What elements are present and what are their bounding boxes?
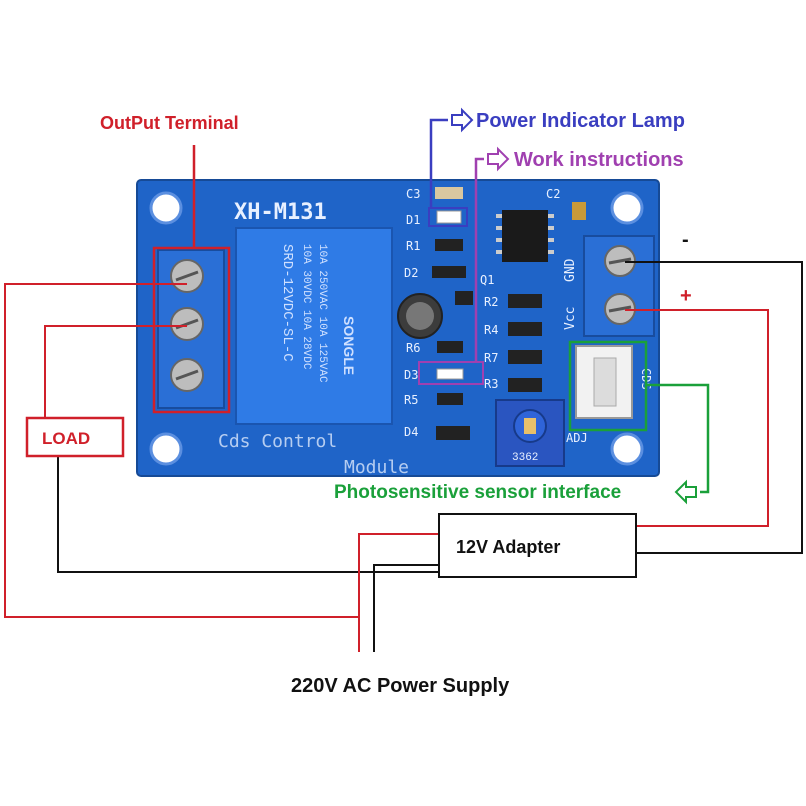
d2-label: D2 — [404, 266, 418, 280]
capacitor-c2 — [572, 202, 586, 220]
terminal-screw — [170, 307, 204, 341]
adapter-box: 12V Adapter — [438, 513, 637, 578]
work-instructions-label: Work instructions — [514, 149, 684, 171]
photosensitive-label: Photosensitive sensor interface — [334, 482, 621, 503]
r7-label: R7 — [484, 351, 498, 365]
potentiometer: 3362 — [495, 399, 565, 467]
relay-rating-2: 10A 30VDC 10A 28VDC — [300, 244, 312, 370]
load-label: LOAD — [42, 429, 90, 448]
red-wire-output-to-load — [44, 325, 187, 418]
relay-brand: SONGLE — [341, 316, 357, 375]
terminal-screw — [170, 259, 204, 293]
terminal-screw — [170, 358, 204, 392]
r6-label: R6 — [406, 341, 420, 355]
sensor-connector — [575, 345, 633, 419]
terminal-screw — [604, 245, 636, 277]
d4-label: D4 — [404, 425, 418, 439]
pin-vcc-label: Vcc — [563, 307, 578, 330]
c2-label: C2 — [546, 187, 560, 201]
relay-module-board: XH-M131 Cds Control Module SONGLE 10A 25… — [136, 179, 660, 478]
q1-label: Q1 — [480, 273, 494, 287]
r5-label: R5 — [404, 393, 418, 407]
black-wire-adapter-minus — [625, 261, 803, 554]
plus-sign: + — [680, 285, 692, 307]
board-model: XH-M131 — [234, 200, 327, 225]
terminal-screw — [604, 293, 636, 325]
mounting-hole — [149, 191, 183, 225]
relay-rating-1: 10A 250VAC 10A 125VAC — [316, 244, 328, 383]
smd-components — [432, 187, 542, 440]
pot-label: 3362 — [512, 452, 538, 464]
board-subtitle-1: Cds Control — [218, 431, 337, 452]
red-wire-output-common — [4, 283, 360, 652]
mounting-hole — [610, 432, 644, 466]
output-terminal-callout: OutPut Terminal — [100, 113, 239, 414]
black-wire-load-return — [57, 456, 439, 573]
arrow-right-icon — [487, 146, 510, 172]
photosensitive-callout: Photosensitive sensor interface — [334, 340, 710, 505]
r1-label: R1 — [406, 239, 420, 253]
c3-label: C3 — [406, 187, 420, 201]
adapter-label: 12V Adapter — [456, 537, 560, 557]
d3-label: D3 — [404, 368, 418, 382]
output-terminal-label: OutPut Terminal — [100, 113, 239, 133]
output-terminal-block — [157, 249, 225, 409]
wiring — [4, 261, 803, 652]
power-terminal-block — [583, 235, 655, 337]
r3-label: R3 — [484, 377, 498, 391]
arrow-right-icon — [451, 107, 474, 133]
pin-gnd-label: GND — [563, 258, 578, 282]
r2-label: R2 — [484, 295, 498, 309]
r4-label: R4 — [484, 323, 498, 337]
relay-model: SRD-12VDC-SL-C — [279, 244, 295, 362]
black-wire-ac-to-adapter — [373, 564, 439, 652]
minus-sign: - — [682, 229, 689, 251]
pin-adj-label: ADJ — [566, 431, 588, 445]
work-instructions-callout: Work instructions — [418, 146, 684, 385]
relay: SONGLE 10A 250VAC 10A 125VAC 10A 30VDC 1… — [235, 227, 393, 425]
power-indicator-label: Power Indicator Lamp — [476, 110, 685, 132]
board-subtitle-2: Module — [344, 457, 409, 478]
red-wire-ac-to-adapter — [358, 533, 439, 617]
power-indicator-callout: Power Indicator Lamp — [428, 107, 685, 227]
arrow-left-icon — [674, 479, 697, 505]
red-wire-adapter-plus — [625, 309, 769, 527]
ic-chip — [496, 210, 554, 262]
load-box: LOAD — [25, 416, 125, 458]
d1-label: D1 — [406, 213, 420, 227]
mounting-hole — [610, 191, 644, 225]
mounting-hole — [149, 432, 183, 466]
ac-supply-label: 220V AC Power Supply — [291, 675, 510, 697]
